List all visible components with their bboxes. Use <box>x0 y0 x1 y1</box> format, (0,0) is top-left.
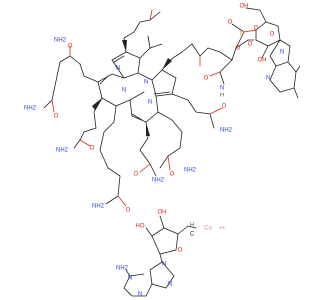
oxygen-label: O <box>54 114 59 120</box>
hydroxyl-label: OH <box>258 58 267 64</box>
atom-labels: NH2 O NH2 O NH2 O O NH2 N N N N N H O O … <box>24 4 284 298</box>
oxygen-label: O <box>90 146 95 152</box>
purine-nitrogen-label: N <box>128 276 132 282</box>
purine-nitrogen-label: N <box>168 282 172 288</box>
nh2-label: NH2 <box>54 38 67 44</box>
benzimidazole-nitrogen-label: N <box>266 76 270 82</box>
corrin-ring-bonds <box>79 37 189 151</box>
amide-hydrogen-label: H <box>220 92 224 98</box>
purine-nitrogen-label: N <box>162 262 166 268</box>
oxygen-label: O <box>270 32 275 38</box>
nh2-label: NH2 <box>116 266 129 272</box>
oxygen-label: O <box>222 104 227 110</box>
purine-nitrogen-label: N <box>138 292 142 298</box>
right-side-chains <box>139 39 249 177</box>
benzimidazole-nitrogen-label: N <box>280 50 284 56</box>
amide-nitrogen-label: N <box>220 86 224 92</box>
adenosyl-ligand <box>123 215 197 297</box>
cobalamin-structure: NH2 O NH2 O NH2 O O NH2 N N N N N H O O … <box>24 4 300 298</box>
hydroxyl-label: OH <box>158 210 167 216</box>
nh2-label: NH2 <box>92 204 105 210</box>
oxygen-label: O <box>248 42 253 48</box>
hydroxyl-label: HO <box>136 224 145 230</box>
oxygen-label: O <box>68 44 73 50</box>
ring-nitrogen-label: N <box>148 100 152 106</box>
nucleotide-loop <box>209 7 300 99</box>
ring-nitrogen-label: N <box>122 88 126 94</box>
oxygen-label: O <box>228 20 233 26</box>
cobalt-label: Co <box>204 226 212 232</box>
nh2-label: NH2 <box>56 148 69 154</box>
oxygen-label: O <box>178 248 183 254</box>
oxygen-label: O <box>254 26 259 32</box>
methylene-hydrogen-label: H <box>190 222 194 228</box>
oxygen-label: O <box>236 46 241 52</box>
ring-nitrogen-label: N <box>116 66 120 72</box>
cobalt-charge-label: ++ <box>218 226 226 232</box>
nh2-label: NH2 <box>24 106 37 112</box>
nh2-label: NH2 <box>152 178 165 184</box>
left-side-chains <box>43 9 163 207</box>
methylene-carbon-label: C <box>190 232 195 238</box>
oxygen-label: O <box>126 208 131 214</box>
phosphorus-label: P <box>240 32 244 38</box>
nh2-label: NH2 <box>184 168 197 174</box>
oxygen-label: O <box>204 76 209 82</box>
oxygen-label: O <box>134 172 139 178</box>
stereo-wedges <box>92 40 172 136</box>
ring-nitrogen-label: N <box>144 80 148 86</box>
nh2-label: NH2 <box>220 128 233 134</box>
oxygen-label: O <box>170 172 175 178</box>
hydroxyl-label: OH <box>240 4 249 10</box>
